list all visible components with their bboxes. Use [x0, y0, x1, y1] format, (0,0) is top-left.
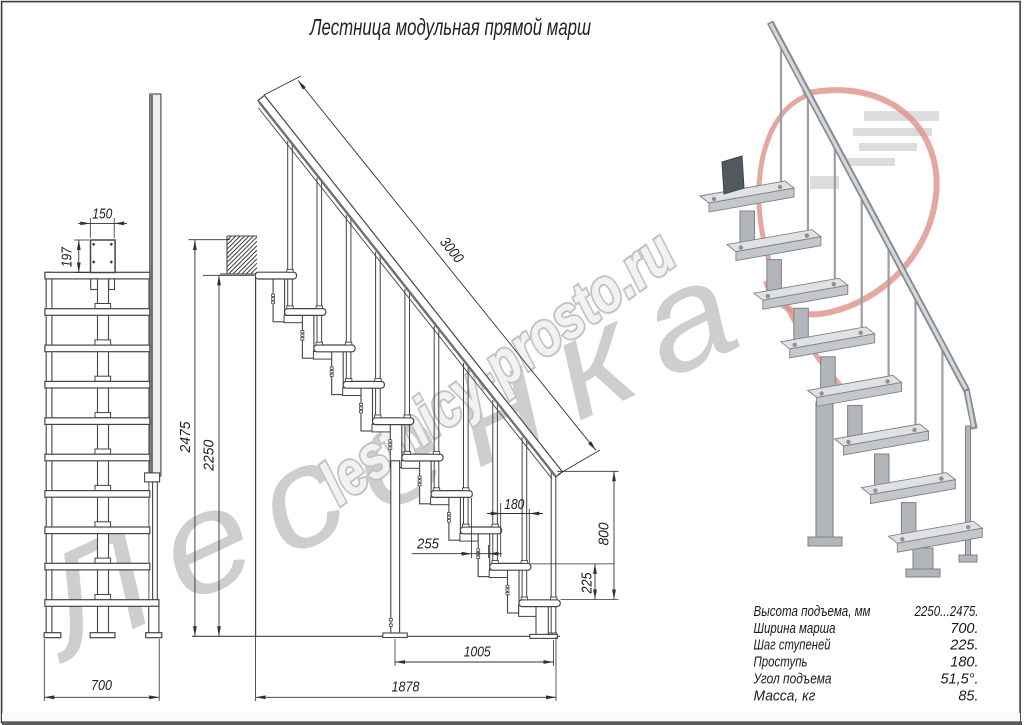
svg-text:255: 255 — [416, 536, 439, 553]
svg-text:700: 700 — [91, 677, 113, 694]
svg-text:3000: 3000 — [436, 234, 467, 267]
svg-text:Масса, кг: Масса, кг — [754, 689, 816, 705]
svg-text:Угол подъема: Угол подъема — [753, 672, 832, 688]
svg-text:197: 197 — [59, 247, 76, 268]
svg-text:1005: 1005 — [464, 644, 492, 661]
svg-text:2250: 2250 — [201, 439, 218, 472]
svg-text:51,5°.: 51,5°. — [940, 672, 978, 688]
svg-text:800: 800 — [596, 522, 613, 546]
svg-text:180: 180 — [504, 496, 525, 513]
svg-text:2250...2475.: 2250...2475. — [914, 604, 979, 620]
svg-text:150: 150 — [92, 205, 113, 222]
svg-text:Проступь: Проступь — [754, 655, 808, 671]
svg-text:700.: 700. — [950, 621, 978, 637]
svg-text:Лестница модульная прямой марш: Лестница модульная прямой марш — [309, 14, 591, 40]
svg-text:Высота подъема, мм: Высота подъема, мм — [754, 604, 871, 620]
svg-text:Ширина марша: Ширина марша — [754, 621, 836, 637]
svg-text:225: 225 — [578, 572, 595, 594]
svg-text:Шаг ступеней: Шаг ступеней — [754, 638, 831, 654]
svg-text:180.: 180. — [950, 655, 978, 671]
svg-text:225.: 225. — [949, 638, 978, 654]
svg-text:85.: 85. — [958, 689, 978, 705]
svg-text:2475: 2475 — [177, 421, 194, 454]
svg-text:1878: 1878 — [392, 679, 421, 696]
